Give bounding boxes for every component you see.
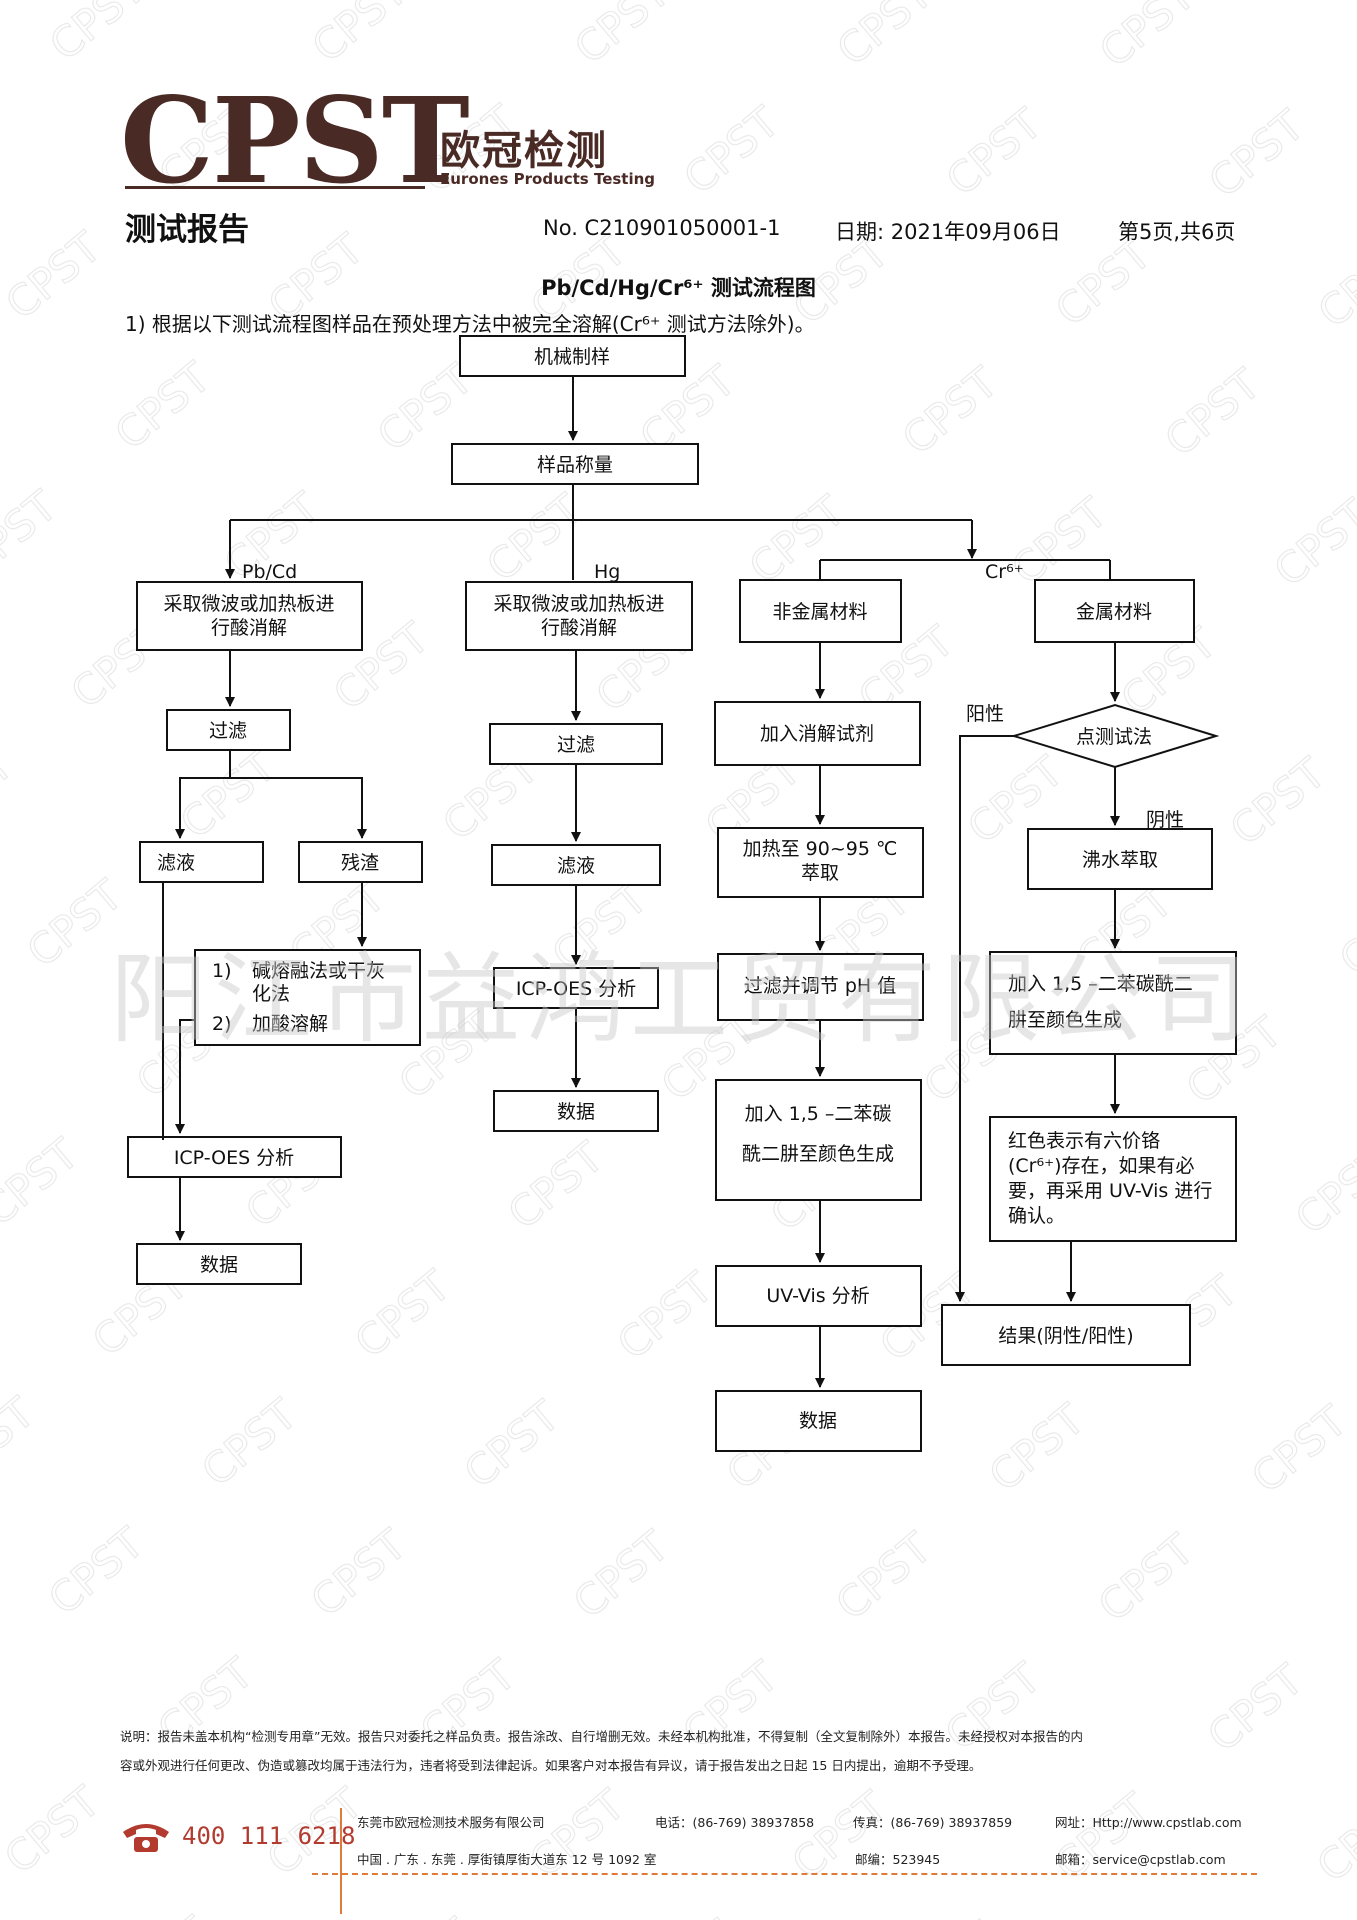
- box-pbcd-filtrate: [139, 841, 264, 883]
- label-m-red-2: (Cr⁶⁺)存在，如果有必: [1008, 1155, 1195, 1177]
- box-m-red: [989, 1116, 1237, 1242]
- hotline-number: 400 111 6218: [182, 1822, 356, 1850]
- label-nm-data: 数据: [799, 1410, 837, 1432]
- label-boil: 沸水萃取: [1082, 849, 1158, 871]
- label-residue-step1-a: 碱熔融法或干灰: [252, 960, 385, 982]
- label-positive: 阳性: [966, 703, 1004, 725]
- label-hg-digest-2: 行酸消解: [541, 617, 617, 639]
- box-metal: [1034, 579, 1195, 643]
- box-residue-treat: [194, 949, 421, 1046]
- box-nm-uv: [715, 1265, 922, 1327]
- diamond-spot-test: [1010, 703, 1220, 769]
- label-nonmetal: 非金属材料: [772, 601, 867, 623]
- box-nm-ph: [717, 953, 924, 1021]
- label-pbcd-digest-1: 采取微波或加热板进: [163, 593, 334, 615]
- label-hg-filter: 过滤: [557, 734, 595, 756]
- label-nm-heat-2: 萃取: [801, 862, 839, 884]
- label-negative: 阴性: [1146, 809, 1184, 831]
- label-hg-digest-1: 采取微波或加热板进: [493, 593, 664, 615]
- label-weigh: 样品称量: [537, 454, 613, 476]
- logo-english-name: Eurones Products Testing: [440, 170, 656, 188]
- report-date: 日期: 2021年09月06日: [835, 220, 1061, 244]
- footer-postcode: 邮编：523945: [855, 1852, 941, 1867]
- label-pbcd-filter: 过滤: [209, 720, 247, 742]
- label-hg-data: 数据: [557, 1101, 595, 1123]
- label-branch-hg: Hg: [594, 561, 620, 583]
- box-nm-reagent: [714, 701, 921, 766]
- label-nm-heat-1: 加热至 90~95 ℃: [743, 838, 898, 860]
- label-spot-test: 点测试法: [1076, 726, 1152, 748]
- box-result: [941, 1304, 1191, 1366]
- label-hg-icp: ICP-OES 分析: [516, 978, 636, 1000]
- label-residue-step2: 加酸溶解: [252, 1013, 328, 1035]
- label-nm-reagent: 加入消解试剂: [760, 723, 874, 745]
- label-pbcd-digest-2: 行酸消解: [211, 617, 287, 639]
- label-branch-pbcd: Pb/Cd: [242, 561, 297, 583]
- flowchart-title: Pb/Cd/Hg/Cr⁶⁺ 测试流程图: [541, 276, 816, 300]
- label-pbcd-residue: 残渣: [341, 852, 379, 874]
- footer-email: 邮箱：service@cpstlab.com: [1055, 1852, 1226, 1867]
- footer-divider: [312, 1873, 1257, 1875]
- footer-company: 东莞市欧冠检测技术服务有限公司: [357, 1815, 545, 1830]
- label-mechanical: 机械制样: [534, 346, 610, 368]
- page-indicator: 第5页,共6页: [1118, 220, 1236, 244]
- label-pbcd-icp: ICP-OES 分析: [174, 1147, 294, 1169]
- box-weigh: [451, 443, 699, 485]
- footer-fax: 传真：(86-769) 38937859: [853, 1815, 1013, 1830]
- box-nm-dpc: [715, 1079, 922, 1201]
- label-m-red-4: 确认。: [1008, 1205, 1065, 1227]
- flowchart-note: 1) 根据以下测试流程图样品在预处理方法中被完全溶解(Cr⁶⁺ 测试方法除外)。: [125, 312, 815, 336]
- label-nm-uv: UV-Vis 分析: [766, 1285, 869, 1307]
- label-m-red-3: 要，再采用 UV-Vis 进行: [1008, 1180, 1212, 1202]
- label-residue-step1-b: 化法: [252, 983, 290, 1005]
- box-hg-filter: [489, 723, 663, 765]
- box-m-dpc: [989, 951, 1237, 1055]
- label-pbcd-filtrate: 滤液: [157, 852, 195, 874]
- label-m-red-1: 红色表示有六价铬: [1008, 1130, 1160, 1152]
- label-nm-ph: 过滤并调节 pH 值: [744, 975, 896, 997]
- label-residue-step1-num: 1): [212, 960, 232, 982]
- label-hg-filtrate: 滤液: [557, 855, 595, 877]
- logo-cpst: CPST: [120, 71, 470, 210]
- label-m-dpc-1: 加入 1,5 –二苯碳酰二: [1008, 973, 1193, 995]
- box-pbcd-filter: [166, 709, 291, 751]
- box-pbcd-digest: [136, 581, 363, 651]
- label-result: 结果(阴性/阳性): [998, 1325, 1133, 1347]
- box-hg-filtrate: [491, 844, 661, 886]
- label-nm-dpc-1: 加入 1,5 –二苯碳: [745, 1103, 892, 1125]
- label-metal: 金属材料: [1076, 601, 1152, 623]
- box-nm-heat: [717, 827, 924, 898]
- label-m-dpc-2: 肼至颜色生成: [1008, 1009, 1122, 1031]
- box-nm-data: [715, 1390, 922, 1452]
- footer-tel: 电话：(86-769) 38937858: [655, 1815, 815, 1830]
- label-branch-cr: Cr⁶⁺: [985, 561, 1024, 583]
- label-residue-step2-num: 2): [212, 1013, 232, 1035]
- box-pbcd-icp: [127, 1136, 342, 1178]
- box-mechanical: [459, 335, 686, 377]
- box-hg-data: [493, 1090, 659, 1132]
- report-number: No. C210901050001-1: [543, 216, 781, 240]
- footer-website: 网址：Http://www.cpstlab.com: [1055, 1815, 1242, 1830]
- box-pbcd-data: [136, 1243, 302, 1285]
- report-title: 测试报告: [125, 212, 249, 248]
- footer-disclaimer-line-2: 容或外观进行任何更改、伪造或篡改均属于违法行为，违者将受到法律起诉。如果客户对本…: [120, 1758, 982, 1773]
- footer-disclaimer-line-1: 说明：报告未盖本机构“检测专用章”无效。报告只对委托之样品负责。报告涂改、自行增…: [120, 1729, 1083, 1744]
- phone-icon: [123, 1824, 169, 1852]
- label-nm-dpc-2: 酰二肼至颜色生成: [742, 1143, 894, 1165]
- logo-chinese-name: 欧冠检测: [440, 128, 608, 174]
- box-pbcd-residue: [298, 841, 423, 883]
- label-pbcd-data: 数据: [200, 1254, 238, 1276]
- footer-vertical-divider: [340, 1808, 342, 1914]
- logo-underline: [125, 186, 425, 189]
- box-hg-digest: [465, 581, 693, 651]
- box-hg-icp: [493, 967, 659, 1009]
- test-flowchart: 机械制样 样品称量 Pb/Cd Hg Cr⁶⁺ 采取微波或加热板进 行酸消解 过…: [127, 335, 1237, 1452]
- footer-address: 中国 . 广东 . 东莞 . 厚街镇厚街大道东 12 号 1092 室: [357, 1852, 657, 1867]
- box-boil: [1027, 828, 1213, 890]
